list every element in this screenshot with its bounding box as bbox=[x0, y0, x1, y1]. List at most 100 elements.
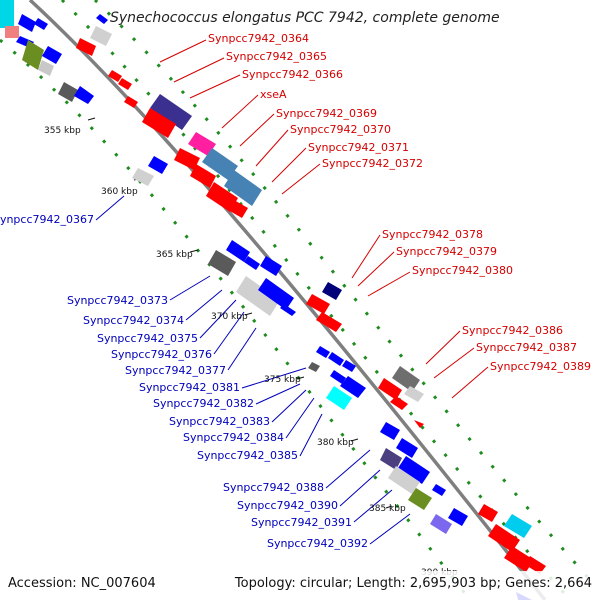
gene-feature-reverse[interactable] bbox=[448, 508, 468, 526]
gene-feature-steelblue[interactable] bbox=[224, 170, 262, 206]
gene-feature-reverse[interactable] bbox=[340, 376, 366, 398]
gene-feature-dark[interactable] bbox=[392, 366, 420, 392]
gene-feature-reverse[interactable] bbox=[342, 360, 356, 372]
gene-feature-reverse[interactable] bbox=[74, 86, 94, 104]
gene-feature-reverse[interactable] bbox=[18, 14, 36, 32]
gene-feature-reverse[interactable] bbox=[328, 352, 344, 366]
gene-feature-red[interactable] bbox=[190, 164, 216, 188]
gene-feature-red[interactable] bbox=[316, 312, 342, 332]
gene-feature-indigo[interactable] bbox=[380, 448, 402, 470]
gene-label-0382[interactable]: Synpcc7942_0382 bbox=[153, 397, 254, 410]
gene-feature-reverse[interactable] bbox=[280, 304, 296, 316]
gene-label-0366[interactable]: Synpcc7942_0366 bbox=[242, 68, 343, 81]
gene-feature-red[interactable] bbox=[478, 504, 498, 522]
gene-feature-reverse[interactable] bbox=[260, 256, 282, 276]
gene-label-0386[interactable]: Synpcc7942_0386 bbox=[462, 324, 563, 337]
tick-label: 360 kbp bbox=[101, 187, 138, 197]
gene-feature-red[interactable] bbox=[206, 182, 238, 212]
gene-feature-red[interactable] bbox=[306, 294, 330, 314]
tick-mark-375 bbox=[296, 376, 305, 380]
gene-feature-gray[interactable] bbox=[38, 60, 54, 76]
gene-label-0364[interactable]: Synpcc7942_0364 bbox=[208, 32, 309, 45]
gene-feature-reverse[interactable] bbox=[34, 18, 48, 30]
gene-feature-reverse[interactable] bbox=[380, 422, 400, 440]
gene-label-0379[interactable]: Synpcc7942_0379 bbox=[396, 245, 497, 258]
gene-label-0370[interactable]: Synpcc7942_0370 bbox=[290, 123, 391, 136]
gene-feature-red[interactable] bbox=[524, 556, 546, 574]
gene-feature-reverse[interactable] bbox=[398, 456, 430, 484]
gene-feature-red[interactable] bbox=[124, 96, 138, 108]
gene-feature-red[interactable] bbox=[108, 70, 122, 82]
gene-feature-reverse[interactable] bbox=[226, 240, 250, 262]
gene-feature-dark[interactable] bbox=[308, 362, 320, 372]
gene-label-0381[interactable]: Synpcc7942_0381 bbox=[139, 381, 240, 394]
gene-label-0372[interactable]: Synpcc7942_0372 bbox=[322, 157, 423, 170]
gene-feature-cyan[interactable] bbox=[504, 514, 532, 538]
gene-feature-reverse[interactable] bbox=[316, 346, 330, 358]
gene-feature-reverse[interactable] bbox=[330, 370, 346, 384]
gene-feature-red[interactable] bbox=[142, 108, 176, 138]
gene-feature-gray[interactable] bbox=[404, 386, 424, 402]
leader-line-0386 bbox=[425, 330, 461, 365]
gene-feature-dark[interactable] bbox=[58, 82, 78, 102]
gene-label-0374[interactable]: Synpcc7942_0374 bbox=[83, 314, 184, 327]
gene-feature-reverse[interactable] bbox=[148, 156, 168, 174]
gene-feature-gray[interactable] bbox=[132, 168, 154, 186]
gene-feature-indigo[interactable] bbox=[150, 94, 192, 130]
leader-line-0384 bbox=[285, 397, 315, 439]
gene-feature-reverse[interactable] bbox=[258, 278, 294, 310]
gene-feature-red[interactable] bbox=[228, 200, 248, 218]
gene-label-0387[interactable]: Synpcc7942_0387 bbox=[476, 341, 577, 354]
gene-feature-cyan[interactable] bbox=[326, 386, 352, 410]
gene-feature-red[interactable] bbox=[174, 148, 200, 170]
gene-feature-olive[interactable] bbox=[408, 488, 432, 510]
gene-feature-reverse[interactable] bbox=[244, 256, 260, 270]
leader-line-0385 bbox=[299, 413, 323, 457]
gene-feature-cyan[interactable] bbox=[0, 0, 14, 28]
gene-feature-reverse[interactable] bbox=[42, 46, 62, 64]
gene-feature-red[interactable] bbox=[76, 38, 96, 56]
gene-label-0373[interactable]: Synpcc7942_0373 bbox=[67, 294, 168, 307]
leader-line-0378 bbox=[351, 234, 381, 279]
gene-label-0375[interactable]: Synpcc7942_0375 bbox=[97, 332, 198, 345]
gene-feature-magenta[interactable] bbox=[188, 132, 216, 156]
gene-feature-red[interactable] bbox=[414, 420, 424, 428]
gene-feature-red[interactable] bbox=[488, 524, 520, 552]
gene-label-0389[interactable]: Synpcc7942_0389 bbox=[490, 360, 591, 373]
gene-feature-dark[interactable] bbox=[208, 250, 236, 276]
gene-label-0384[interactable]: Synpcc7942_0384 bbox=[183, 431, 284, 444]
leader-line-0389 bbox=[451, 366, 489, 399]
gene-label-0383[interactable]: Synpcc7942_0383 bbox=[169, 415, 270, 428]
gene-feature-pink[interactable] bbox=[5, 26, 19, 38]
gene-feature-red[interactable] bbox=[390, 396, 408, 410]
gene-label-0390[interactable]: Synpcc7942_0390 bbox=[237, 499, 338, 512]
gene-feature-reverse[interactable] bbox=[432, 484, 446, 496]
gene-label-0371[interactable]: Synpcc7942_0371 bbox=[308, 141, 409, 154]
gene-label-0392[interactable]: Synpcc7942_0392 bbox=[267, 537, 368, 550]
gene-label-0388[interactable]: Synpcc7942_0388 bbox=[223, 481, 324, 494]
gene-label-0385[interactable]: Synpcc7942_0385 bbox=[197, 449, 298, 462]
leader-line-0366 bbox=[189, 74, 241, 99]
gene-feature-gray[interactable] bbox=[90, 26, 112, 46]
gene-label-0367[interactable]: Synpcc7942_0367 bbox=[0, 213, 94, 226]
gene-label-0380[interactable]: Synpcc7942_0380 bbox=[412, 264, 513, 277]
gene-feature-gray[interactable] bbox=[236, 276, 280, 316]
tick-label: 355 kbp bbox=[44, 126, 81, 136]
gene-label-0391[interactable]: Synpcc7942_0391 bbox=[251, 516, 352, 529]
gene-feature-navy[interactable] bbox=[322, 282, 342, 300]
gene-label-0376[interactable]: Synpcc7942_0376 bbox=[111, 348, 212, 361]
leader-line-0390 bbox=[339, 469, 381, 507]
gene-feature-steelblue[interactable] bbox=[202, 148, 238, 180]
gene-label-0365[interactable]: Synpcc7942_0365 bbox=[226, 50, 327, 63]
gene-feature-slateblue[interactable] bbox=[430, 514, 452, 534]
gene-label-0369[interactable]: Synpcc7942_0369 bbox=[276, 107, 377, 120]
gene-feature-reverse[interactable] bbox=[96, 14, 108, 24]
gene-label-0377[interactable]: Synpcc7942_0377 bbox=[125, 364, 226, 377]
gene-feature-red[interactable] bbox=[118, 78, 132, 90]
gene-label-0378[interactable]: Synpcc7942_0378 bbox=[382, 228, 483, 241]
gene-feature-reverse[interactable] bbox=[396, 438, 418, 458]
gene-label-xsea[interactable]: xseA bbox=[260, 88, 287, 101]
gene-feature-red[interactable] bbox=[378, 378, 402, 400]
gene-feature-gray[interactable] bbox=[388, 466, 420, 494]
gene-feature-olive[interactable] bbox=[22, 40, 44, 70]
